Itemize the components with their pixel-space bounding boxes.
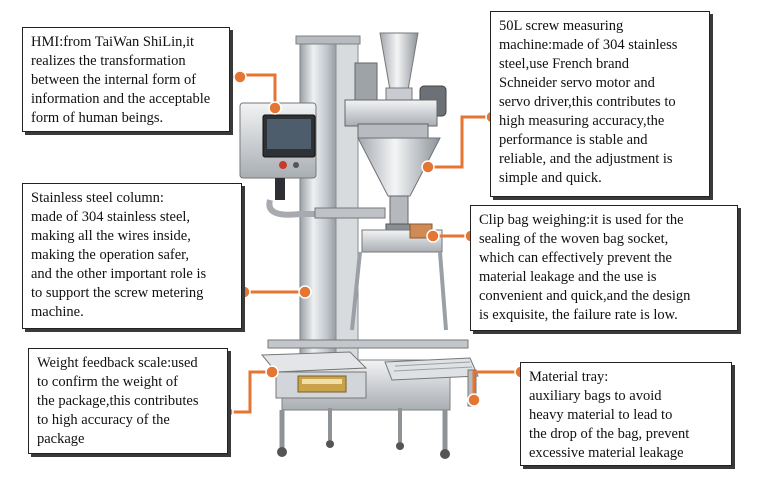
callout-clip-bag: Clip bag weighing:it is used for the sea… xyxy=(470,205,738,331)
callout-hmi: HMI:from TaiWan ShiLin,it realizes the t… xyxy=(22,27,230,132)
callout-stainless-column: Stainless steel column: made of 304 stai… xyxy=(22,183,242,329)
screw-metering-cone xyxy=(357,137,441,233)
feed-hopper xyxy=(379,32,419,107)
weighing-scale xyxy=(260,351,368,399)
stainless-column xyxy=(295,35,361,376)
callout-screw-metering: 50L screw measuring machine:made of 304 … xyxy=(490,11,710,197)
callout-material-tray: Material tray: auxiliary bags to avoid h… xyxy=(520,362,732,466)
material-tray xyxy=(384,357,479,407)
servo-motor-assembly xyxy=(344,62,447,139)
callout-weight-scale: Weight feedback scale:used to confirm th… xyxy=(28,348,228,454)
bag-clamp xyxy=(314,207,448,331)
hmi-touchscreen xyxy=(239,102,345,218)
